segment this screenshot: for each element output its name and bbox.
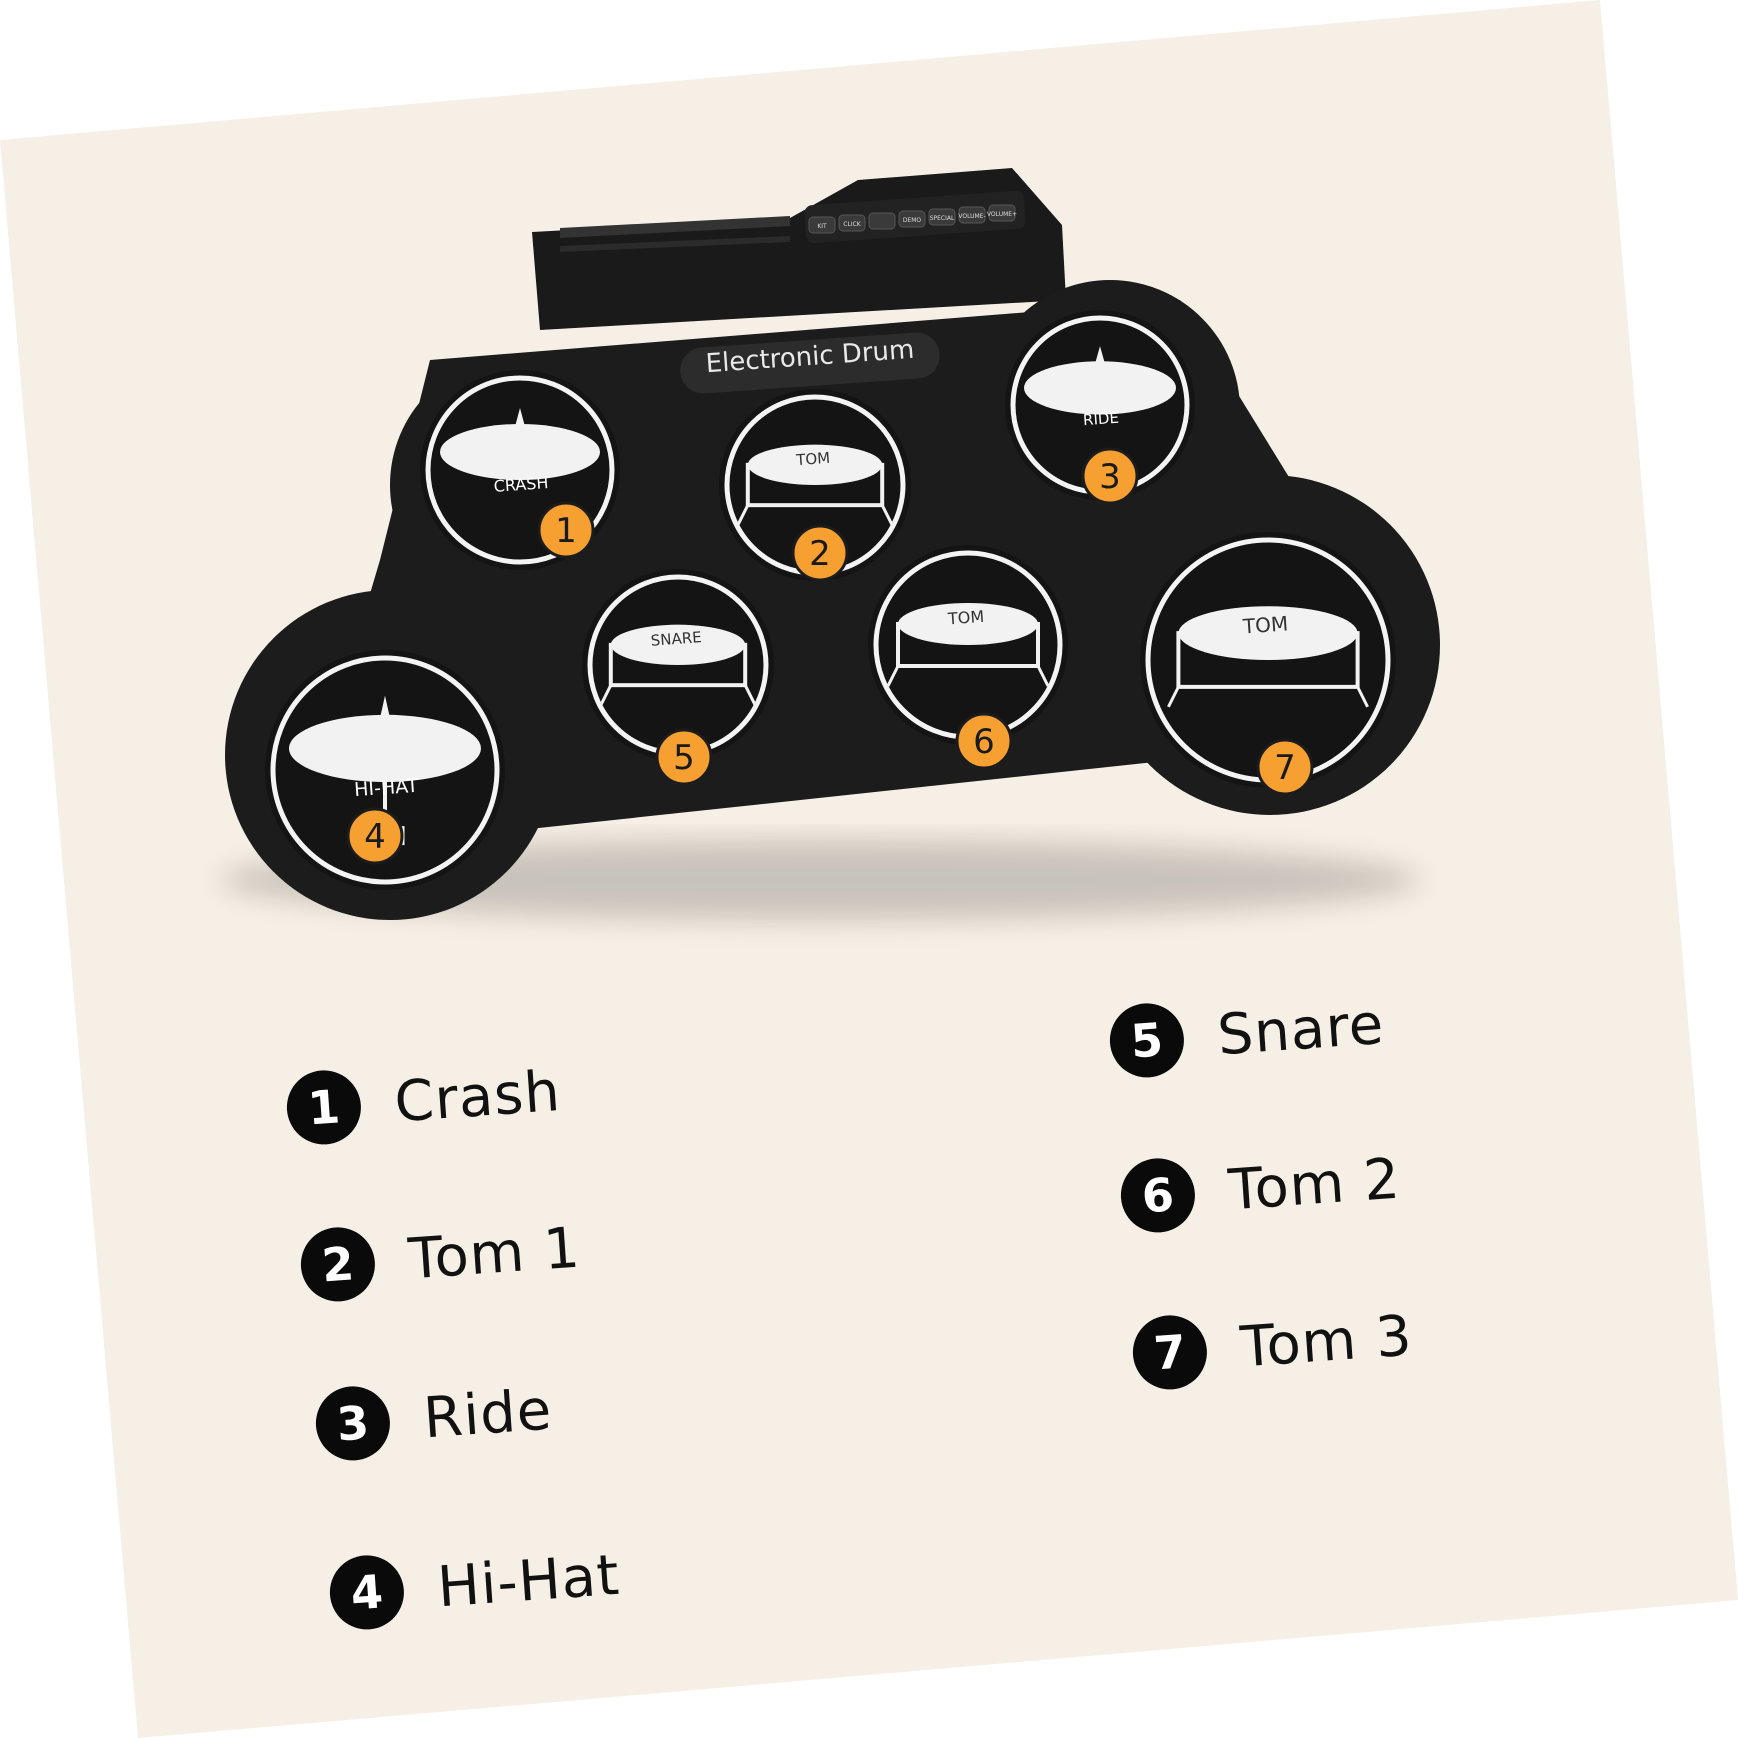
pad-number-marker: 2	[791, 524, 849, 582]
drum-icon	[599, 624, 757, 706]
control-button[interactable]: CLICK	[838, 214, 866, 232]
legend-number-badge: 1	[284, 1067, 364, 1147]
control-button[interactable]: VOLUME+	[987, 204, 1017, 222]
control-button[interactable]: SPECIAL	[928, 208, 956, 226]
pad-label: TOM	[946, 607, 984, 629]
svg-text:6: 6	[973, 722, 995, 762]
control-button[interactable]: KIT	[808, 216, 836, 234]
drum-icon	[886, 603, 1050, 687]
legend-label: Snare	[1215, 991, 1387, 1068]
pad-label: RIDE	[1082, 409, 1119, 429]
drum-pad-2[interactable]: TOM 2	[719, 389, 911, 582]
control-button[interactable]: VOLUME-	[958, 206, 986, 224]
legend-number-badge: 6	[1118, 1155, 1198, 1235]
legend-label: Ride	[421, 1377, 555, 1451]
svg-text:5: 5	[673, 738, 695, 778]
pad-label: CRASH	[493, 473, 549, 496]
pad-number-marker: 6	[955, 712, 1013, 770]
svg-text:2: 2	[809, 534, 831, 574]
pad-label: TOM	[795, 449, 831, 469]
control-button-label: SPECIAL	[930, 215, 955, 222]
pad-number-marker: 3	[1081, 447, 1139, 505]
legend-label: Tom 3	[1238, 1303, 1415, 1380]
control-button-label: CLICK	[843, 221, 861, 228]
cymbal-icon	[1024, 346, 1176, 415]
drum-pad-1[interactable]: CRASH 1	[420, 370, 620, 570]
legend-number-badge: 7	[1130, 1312, 1210, 1392]
control-button-label: KIT	[817, 223, 827, 230]
legend-label: Tom 1	[406, 1215, 583, 1292]
control-button[interactable]	[868, 212, 896, 230]
control-button-label: DEMO	[903, 217, 922, 224]
svg-text:7: 7	[1274, 748, 1296, 788]
legend-number-badge: 5	[1107, 1000, 1187, 1080]
brand-plate	[680, 332, 940, 394]
pad-label: HI-HAT	[353, 775, 419, 801]
pad-number-marker: 4	[346, 807, 404, 865]
svg-text:1: 1	[555, 511, 577, 551]
control-button-label: VOLUME-	[958, 213, 985, 220]
legend-number-badge: 3	[313, 1383, 393, 1463]
pad-label: TOM	[1241, 611, 1289, 638]
pad-label: SNARE	[650, 628, 702, 650]
drum-icon	[736, 444, 894, 526]
legend-label: Hi-Hat	[435, 1542, 622, 1620]
control-button[interactable]: DEMO	[898, 210, 926, 228]
drum-pad-6[interactable]: TOM 6	[868, 545, 1068, 770]
drum-pad-7[interactable]: TOM 7	[1140, 532, 1396, 796]
legend-label: Crash	[392, 1058, 563, 1135]
svg-text:3: 3	[1099, 457, 1121, 497]
pad-number-marker: 7	[1256, 738, 1314, 796]
pad-number-marker: 1	[537, 501, 595, 559]
control-button-label: VOLUME+	[987, 211, 1017, 218]
legend-number-badge: 2	[298, 1224, 378, 1304]
drum-pad-3[interactable]: RIDE 3	[1005, 310, 1195, 505]
drum-icon	[1167, 606, 1369, 708]
legend-number-badge: 4	[327, 1552, 407, 1632]
drum-pad-5[interactable]: SNARE 5	[582, 569, 774, 786]
cymbal-icon	[440, 408, 600, 480]
legend-label: Tom 2	[1226, 1146, 1403, 1223]
pad-number-marker: 5	[655, 728, 713, 786]
drum-pad-4[interactable]: HI-HAT 4	[265, 650, 505, 890]
svg-text:4: 4	[364, 817, 386, 857]
